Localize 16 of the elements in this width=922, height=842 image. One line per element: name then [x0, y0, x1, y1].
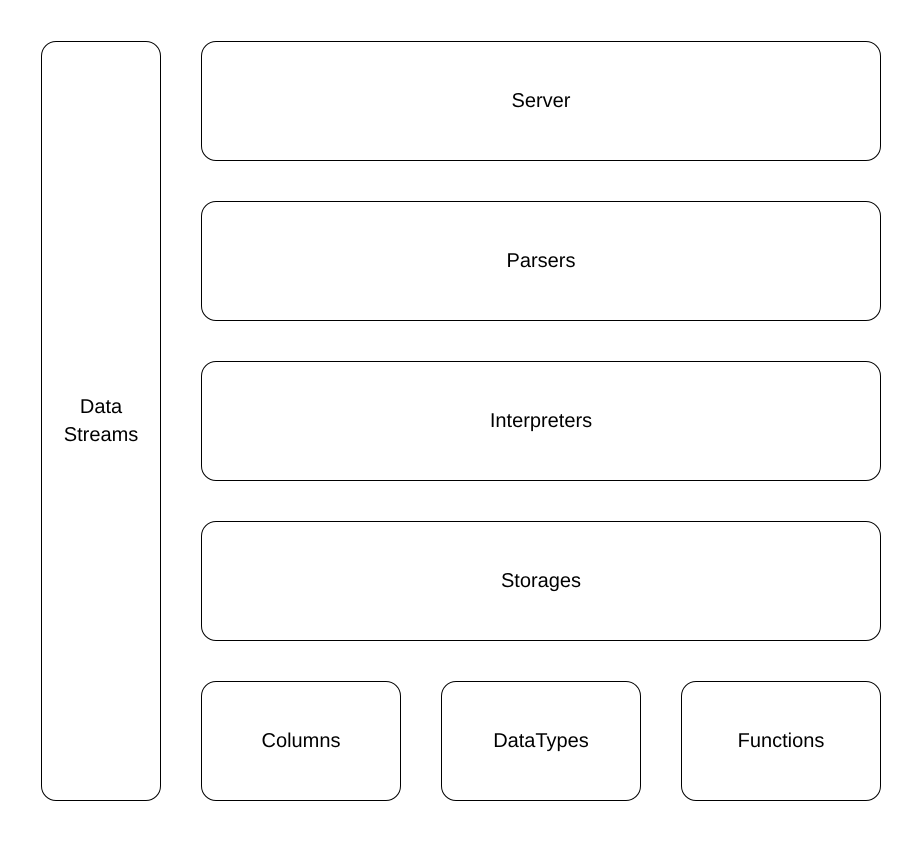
box-label: Storages	[500, 569, 582, 594]
process-box	[201, 41, 881, 161]
box-label: Columns	[262, 729, 340, 754]
box-label: Data Streams	[62, 395, 140, 448]
process-box	[201, 201, 881, 321]
box-label: Parsers	[506, 249, 576, 274]
process-box	[681, 681, 881, 801]
box-label: DataTypes	[493, 729, 589, 754]
process-box	[201, 681, 401, 801]
box-label: Functions	[738, 729, 824, 754]
process-box	[201, 361, 881, 481]
box-label: Interpreters	[490, 409, 592, 434]
process-box	[201, 521, 881, 641]
box-label: Server	[512, 89, 570, 114]
process-box	[441, 681, 641, 801]
process-box	[41, 41, 161, 801]
